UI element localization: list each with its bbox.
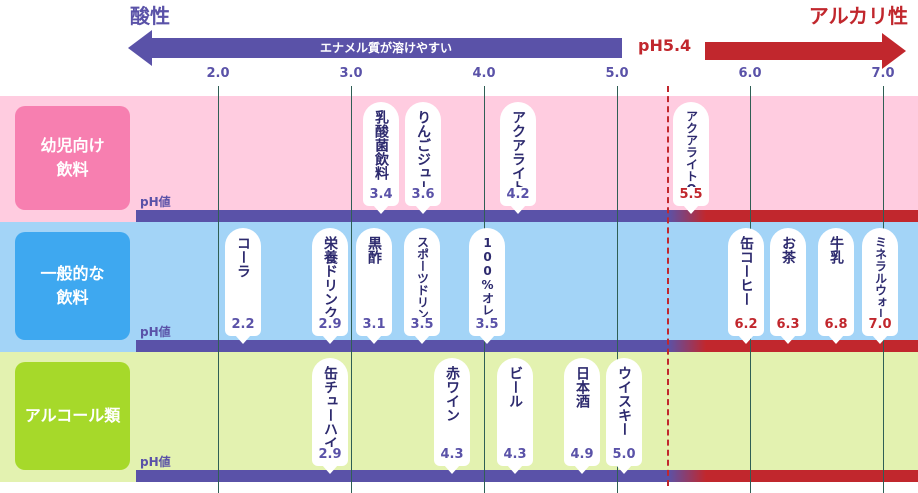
axis-tick-label: 4.0 xyxy=(472,66,496,81)
beverage-name: 乳酸菌飲料 xyxy=(373,110,389,180)
beverage-ph-value: 6.2 xyxy=(734,317,758,332)
row-band xyxy=(0,96,918,222)
axis-tick-label: 5.0 xyxy=(605,66,629,81)
ph-bar xyxy=(136,470,918,482)
row-category-label: アルコール類 xyxy=(15,362,130,470)
row-band xyxy=(0,222,918,352)
acid-label: 酸性 xyxy=(130,4,170,28)
beverage-pin: ビール 4.3 xyxy=(497,358,533,474)
beverage-ph-value: 3.5 xyxy=(475,317,499,332)
beverage-ph-value: 3.1 xyxy=(362,317,386,332)
beverage-ph-value: 4.3 xyxy=(440,447,464,462)
ph-bar xyxy=(136,340,918,352)
ph-bar xyxy=(136,210,918,222)
threshold-label: pH5.4 xyxy=(638,36,692,55)
beverage-name: 黒酢 xyxy=(366,236,382,264)
axis-tick-label: 3.0 xyxy=(339,66,363,81)
alkaline-label: アルカリ性 xyxy=(808,4,908,28)
beverage-ph-value: 3.4 xyxy=(369,187,393,202)
beverage-pin: 牛乳 6.8 xyxy=(818,228,854,344)
beverage-name: 缶チューハイ xyxy=(322,366,338,447)
beverage-name: 日本酒 xyxy=(574,366,590,408)
row-category-label: 幼児向け 飲料 xyxy=(15,106,130,210)
beverage-name: お茶 xyxy=(780,236,796,264)
beverage-ph-value: 4.2 xyxy=(506,187,530,202)
beverage-ph-value: 6.3 xyxy=(776,317,800,332)
beverage-name: りんごジュース xyxy=(415,110,431,187)
axis-tick-label: 7.0 xyxy=(871,66,895,81)
beverage-pin: ウイスキー 5.0 xyxy=(606,358,642,474)
acid-arrow-head-icon xyxy=(128,30,152,66)
beverage-name: スポーツドリンク xyxy=(415,236,429,317)
beverage-ph-value: 3.6 xyxy=(411,187,435,202)
beverage-ph-value: 5.0 xyxy=(612,447,636,462)
beverage-ph-value: 2.9 xyxy=(318,447,342,462)
threshold-dashed-line xyxy=(667,86,669,486)
alkaline-arrow xyxy=(705,42,883,60)
beverage-ph-value: 3.5 xyxy=(410,317,434,332)
beverage-pin: 日本酒 4.9 xyxy=(564,358,600,474)
beverage-ph-value: 2.2 xyxy=(231,317,255,332)
beverage-ph-value: 7.0 xyxy=(868,317,892,332)
beverage-pin: 缶コーヒー 6.2 xyxy=(728,228,764,344)
beverage-ph-value: 6.8 xyxy=(824,317,848,332)
beverage-ph-value: 4.9 xyxy=(570,447,594,462)
axis-tick-label: 2.0 xyxy=(206,66,230,81)
beverage-name: ウイスキー xyxy=(616,366,632,436)
axis-gridline xyxy=(218,86,219,493)
beverage-pin: お茶 6.3 xyxy=(770,228,806,344)
axis-gridline xyxy=(351,86,352,493)
beverage-pin: 乳酸菌飲料 3.4 xyxy=(363,102,399,214)
axis-gridline xyxy=(617,86,618,493)
ph-value-label: pH値 xyxy=(140,325,171,339)
beverage-name: 赤ワイン xyxy=(444,366,460,422)
beverage-ph-value: 4.3 xyxy=(503,447,527,462)
beverage-name: 100%オレンジジュース xyxy=(480,236,494,317)
beverage-pin: 赤ワイン 4.3 xyxy=(434,358,470,474)
beverage-name: ビール xyxy=(507,366,523,408)
beverage-ph-value: 5.5 xyxy=(679,187,703,202)
beverage-name: 栄養ドリンク xyxy=(322,236,338,317)
beverage-pin: 黒酢 3.1 xyxy=(356,228,392,344)
beverage-name: 缶コーヒー xyxy=(738,236,754,306)
beverage-name: コーラ xyxy=(235,236,251,278)
ph-value-label: pH値 xyxy=(140,195,171,209)
beverage-name: ミネラルウォーター xyxy=(873,236,887,317)
acid-arrow: エナメル質が溶けやすい xyxy=(150,38,622,58)
alkaline-arrow-head-icon xyxy=(882,33,906,69)
row-category-label: 一般的な 飲料 xyxy=(15,232,130,340)
beverage-name: 牛乳 xyxy=(828,236,844,264)
beverage-name: アクアライト xyxy=(510,110,526,187)
beverage-ph-value: 2.9 xyxy=(318,317,342,332)
axis-tick-label: 6.0 xyxy=(738,66,762,81)
beverage-pin: コーラ 2.2 xyxy=(225,228,261,344)
ph-value-label: pH値 xyxy=(140,455,171,469)
beverage-name: アクアライトORS xyxy=(684,110,698,187)
